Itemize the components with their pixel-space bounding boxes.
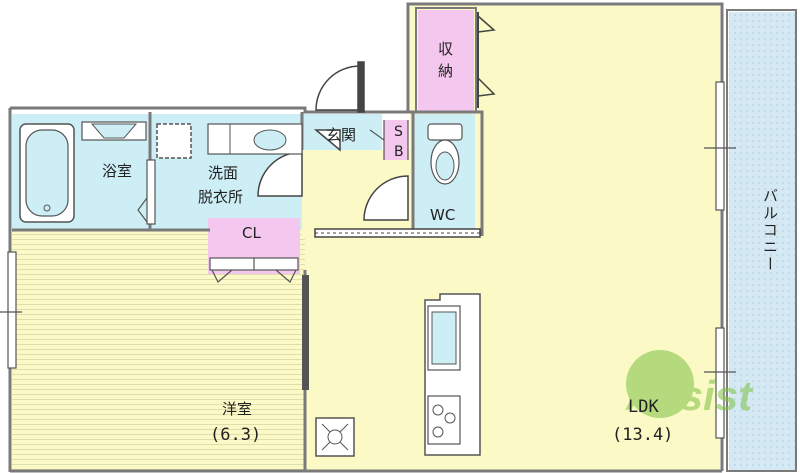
label-closet: CL bbox=[242, 224, 261, 242]
label-washroom-1: 洗面 bbox=[208, 164, 238, 182]
ventilation-fan bbox=[315, 417, 355, 457]
label-bath: 浴室 bbox=[102, 162, 132, 180]
label-western-room-size: (6.3) bbox=[210, 425, 261, 445]
label-storage-1: 収 bbox=[438, 40, 453, 58]
label-washroom-2: 脱衣所 bbox=[198, 188, 243, 206]
toilet-fixture bbox=[427, 123, 463, 185]
storage-doors bbox=[477, 12, 496, 108]
watermark-logo: Assist bbox=[625, 350, 754, 419]
balcony-floor bbox=[729, 12, 795, 470]
entrance-door bbox=[315, 61, 365, 113]
label-entrance: 玄関 bbox=[326, 126, 356, 144]
label-western-room: 洋室 bbox=[222, 400, 252, 418]
washing-machine bbox=[156, 123, 192, 159]
closet-doors bbox=[209, 257, 299, 283]
label-ldk: LDK bbox=[628, 397, 659, 417]
windows bbox=[0, 81, 736, 439]
storage-floor bbox=[418, 10, 474, 112]
label-storage-2: 納 bbox=[438, 62, 453, 80]
watermark-text: Assist bbox=[625, 372, 754, 419]
label-ldk-size: (13.4) bbox=[612, 425, 673, 445]
interior-doors bbox=[257, 129, 409, 221]
kitchen-counter bbox=[424, 293, 481, 456]
bath-door bbox=[137, 159, 156, 225]
label-balcony: バルコニー bbox=[761, 188, 779, 273]
bathtub bbox=[19, 123, 75, 223]
washbasin bbox=[207, 123, 303, 155]
label-toilet: WC bbox=[430, 206, 455, 224]
label-shoe-box-s: S bbox=[394, 124, 403, 140]
western-room-door bbox=[302, 275, 309, 390]
room-labels: 収 納 浴室 玄関 S B 洗面 脱衣所 WC CL 洋室 (6.3) LDK … bbox=[102, 40, 673, 445]
label-shoe-box-b: B bbox=[394, 144, 404, 160]
bath-vanity bbox=[81, 121, 147, 141]
shoe-box-floor bbox=[384, 120, 408, 160]
